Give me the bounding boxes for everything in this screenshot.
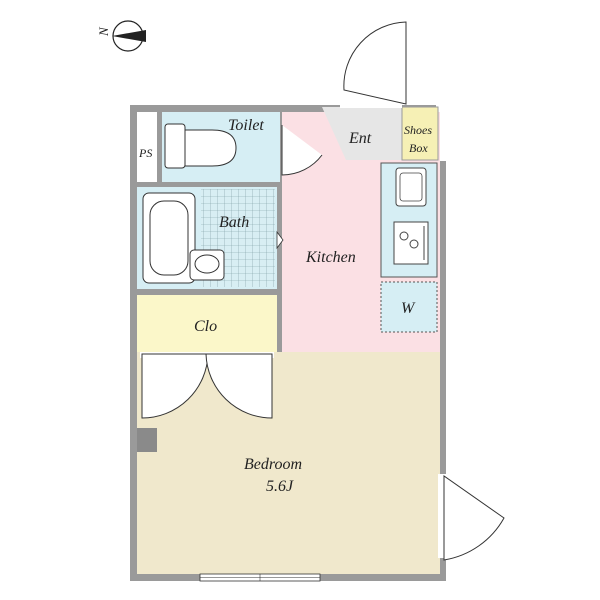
bottom-window <box>199 573 321 582</box>
closet-room <box>137 295 277 352</box>
shoes-box <box>401 106 439 161</box>
column-left <box>137 428 157 452</box>
compass: N <box>96 20 146 52</box>
sink-basin <box>399 172 423 202</box>
label-shoes-box-1: Shoes <box>404 123 432 137</box>
label-toilet: Toilet <box>228 117 264 134</box>
burner-icon-2 <box>409 239 419 249</box>
label-bedroom: Bedroom <box>244 456 302 473</box>
label-washer: W <box>401 300 416 317</box>
label-entrance: Ent <box>348 130 372 147</box>
closet-door-icon <box>140 352 274 419</box>
washbasin-icon <box>189 249 225 281</box>
label-kitchen: Kitchen <box>305 249 356 266</box>
label-closet: Clo <box>194 318 217 335</box>
toilet-icon <box>164 123 237 169</box>
label-shoes-box-2: Box <box>409 141 428 155</box>
compass-north-label: N <box>96 26 111 37</box>
label-bedroom-size: 5.6J <box>266 478 294 495</box>
toilet-door-icon <box>281 125 323 176</box>
bath-door-icon <box>276 230 284 250</box>
burner-icon-1 <box>399 231 409 241</box>
label-ps: PS <box>138 146 152 160</box>
balcony-door-icon <box>438 474 505 561</box>
compass-needle-icon <box>112 30 146 42</box>
stove-icon <box>393 221 429 265</box>
bathtub-icon <box>142 192 196 284</box>
washer-space <box>380 281 438 333</box>
entrance-area <box>322 107 402 160</box>
label-bath: Bath <box>219 214 249 231</box>
sink-icon <box>395 167 427 207</box>
entrance-door-icon <box>340 21 407 108</box>
ps-room <box>137 112 157 182</box>
